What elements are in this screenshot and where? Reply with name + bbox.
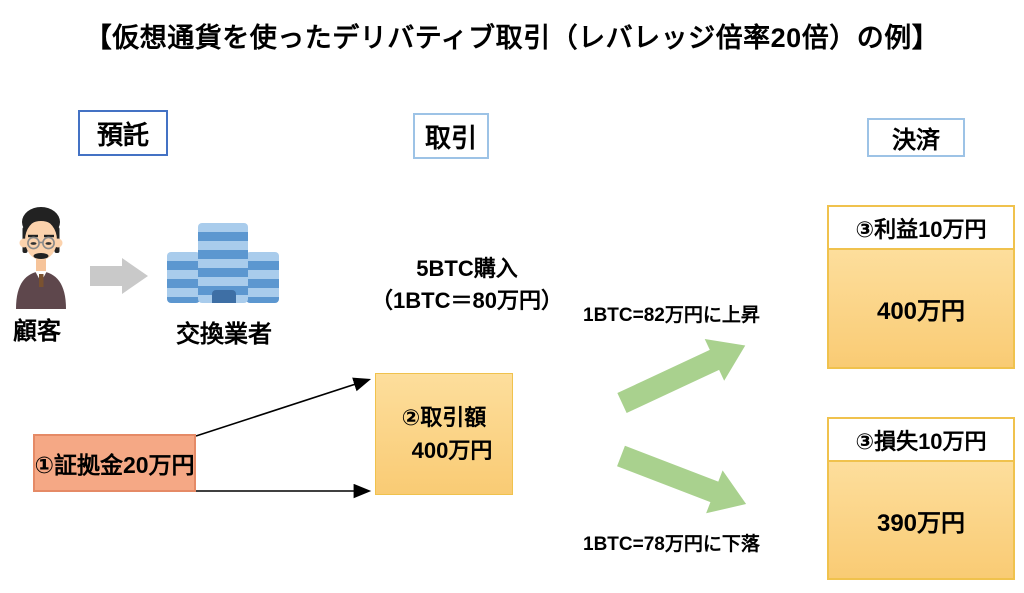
profit-box-value: 400万円	[829, 250, 1013, 367]
purchase-note: 5BTC購入 （1BTC＝80万円）	[362, 253, 572, 317]
black-arrow-upper	[195, 377, 372, 437]
exchange-label: 交換業者	[176, 321, 272, 348]
loss-box: ③損失10万円 390万円	[827, 417, 1015, 580]
loss-box-header: ③損失10万円	[829, 419, 1013, 462]
building-door	[212, 290, 236, 303]
stage-box-deposit: 預託	[78, 110, 168, 156]
margin-box-label: ①証拠金20万円	[34, 452, 195, 478]
trade-amount-value: 400万円	[411, 438, 493, 463]
customer-label: 顧客	[13, 318, 61, 345]
gray-right-arrow-icon	[90, 258, 148, 294]
stage-trade-label: 取引	[424, 122, 477, 153]
rise-note: 1BTC=82万円に上昇	[583, 305, 760, 326]
green-up-right-arrow-icon	[617, 339, 746, 413]
building-left-wing	[167, 252, 200, 303]
profit-box: ③利益10万円 400万円	[827, 205, 1015, 369]
green-down-right-arrow-icon	[617, 445, 747, 514]
trade-amount-box: ②取引額 400万円	[375, 373, 513, 495]
person-icon	[16, 207, 66, 309]
fall-note: 1BTC=78万円に下落	[583, 534, 760, 555]
margin-box: ①証拠金20万円	[33, 434, 196, 492]
stage-settlement-label: 決済	[892, 127, 940, 154]
page-title: 【仮想通貨を使ったデリバティブ取引（レバレッジ倍率20倍）の例】	[84, 23, 940, 53]
loss-box-value: 390万円	[829, 462, 1013, 578]
stage-box-settlement: 決済	[867, 118, 965, 157]
building-center-tower	[198, 223, 248, 303]
profit-box-header: ③利益10万円	[829, 207, 1013, 250]
purchase-note-line2: （1BTC＝80万円）	[371, 287, 563, 313]
purchase-note-line1: 5BTC購入	[416, 256, 518, 281]
stage-box-trade: 取引	[413, 113, 489, 159]
trade-amount-title: ②取引額	[401, 405, 487, 430]
stage-deposit-label: 預託	[96, 119, 149, 150]
building-icon	[167, 223, 279, 303]
building-right-wing	[246, 252, 279, 303]
